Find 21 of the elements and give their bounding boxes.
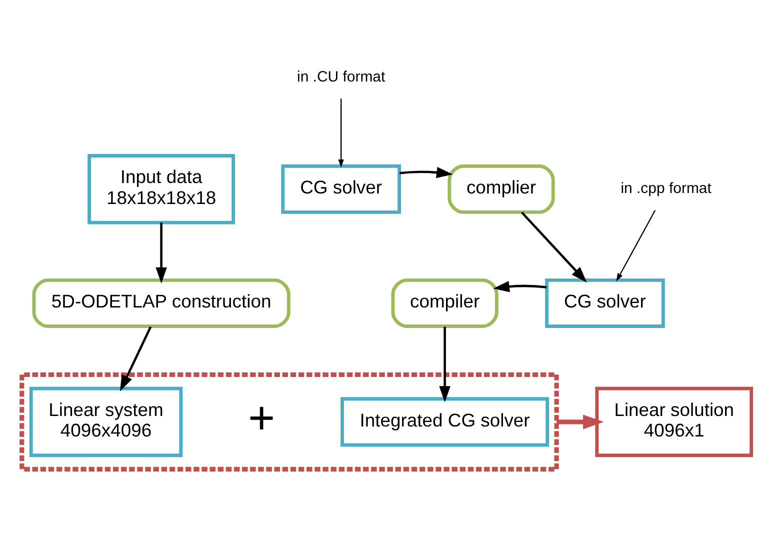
node-box: Input data 18x18x18x18	[88, 153, 236, 224]
arrow	[338, 98, 344, 168]
node-box: Linear solution 4096x1	[595, 386, 754, 457]
node-box: Integrated CG solver	[340, 396, 550, 446]
arrow	[399, 166, 453, 178]
arrow	[556, 414, 604, 429]
node-box: compiler	[391, 278, 498, 328]
node-box: complier	[448, 164, 555, 214]
arrow	[120, 326, 152, 391]
label: +	[248, 390, 276, 443]
arrow	[493, 280, 547, 292]
node-text: in .cpp format	[620, 180, 712, 197]
arrow	[616, 210, 656, 281]
node-box: CG solver	[281, 164, 402, 214]
node-text: in .CU format	[297, 68, 386, 85]
node-box: CG solver	[545, 278, 665, 328]
node-box: 5D-ODETLAP construction	[32, 278, 290, 328]
arrow	[156, 222, 167, 284]
arrow	[439, 326, 450, 402]
node-box: Linear system 4096x4096	[29, 386, 183, 457]
arrow	[520, 211, 587, 282]
